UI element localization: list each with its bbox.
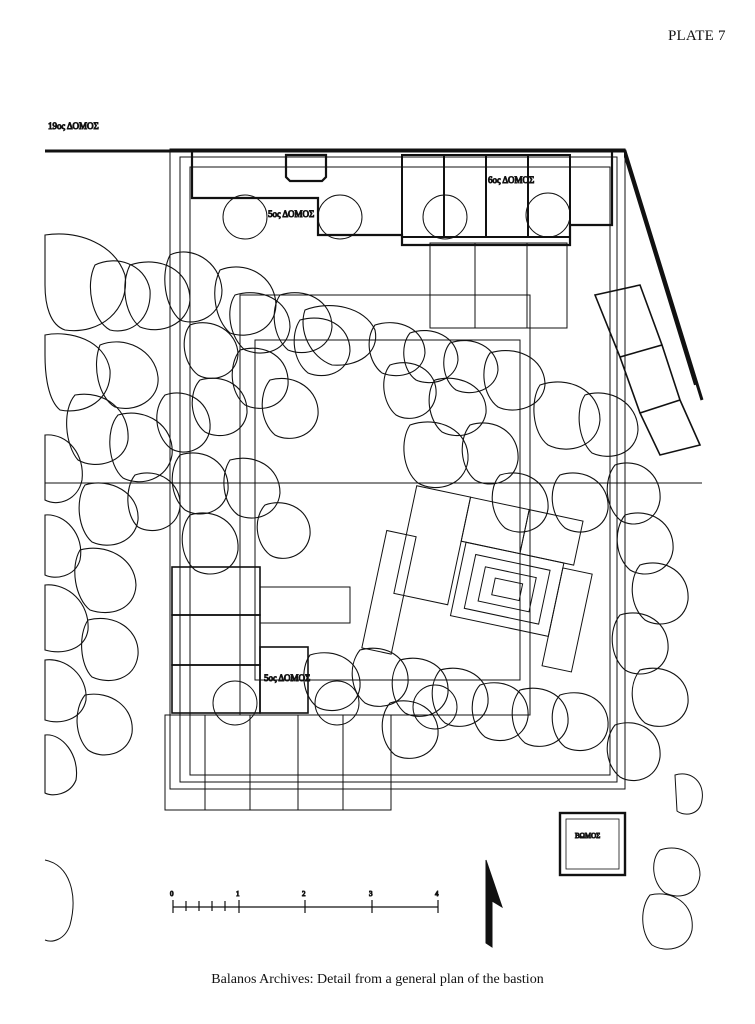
low-block-5 bbox=[259, 586, 351, 624]
label-course-5-top: 5ος ΔΟΜΟΣ bbox=[268, 209, 314, 219]
fragment-curve bbox=[44, 859, 74, 942]
south-block-5 bbox=[342, 714, 392, 811]
east-diagonal-blocks bbox=[593, 284, 702, 456]
bastion-plan-drawing: 19ος ΔΟΜΟΣ 6ος ΔΟΜΟΣ 5ος ΔΟΜΟΣ 5ος ΔΟΜΟΣ… bbox=[44, 121, 704, 950]
sub-block-1 bbox=[429, 242, 476, 329]
south-circle-1 bbox=[212, 680, 258, 726]
top-circle-4 bbox=[525, 192, 571, 238]
scale-tick-2: 2 bbox=[302, 890, 306, 898]
sub-block-3 bbox=[526, 242, 568, 329]
figure-caption: Balanos Archives: Detail from a general … bbox=[211, 972, 544, 987]
plate-label: PLATE 7 bbox=[668, 28, 726, 44]
north-arrow-icon bbox=[485, 859, 503, 948]
label-course-5-bottom: 5ος ΔΟΜΟΣ bbox=[264, 673, 310, 683]
rubble-stones-west bbox=[44, 233, 351, 796]
top-circle-3 bbox=[422, 194, 468, 240]
low-block-2 bbox=[171, 614, 261, 666]
low-block-1 bbox=[171, 566, 261, 616]
rubble-stones-south bbox=[303, 647, 609, 759]
bomos-box-inner bbox=[565, 818, 620, 870]
top-circle-1 bbox=[222, 194, 268, 240]
south-block-2 bbox=[204, 714, 251, 811]
rubble-stones-east-lower bbox=[642, 773, 703, 950]
scale-tick-4: 4 bbox=[435, 890, 439, 898]
outer-frame-3 bbox=[189, 166, 611, 776]
bomos-box bbox=[558, 811, 627, 877]
scale-tick-3: 3 bbox=[369, 890, 373, 898]
label-bomos: ΒΩΜΟΣ bbox=[575, 832, 600, 840]
top-course-outline bbox=[190, 152, 614, 247]
top-circle-2 bbox=[317, 194, 363, 240]
inner-frame-2 bbox=[254, 339, 521, 681]
south-circle-3 bbox=[412, 684, 458, 730]
low-block-3 bbox=[171, 664, 261, 714]
outer-frame-1 bbox=[169, 148, 626, 790]
label-course-6: 6ος ΔΟΜΟΣ bbox=[488, 175, 534, 185]
label-course-19: 19ος ΔΟΜΟΣ bbox=[48, 121, 99, 131]
south-circle-2 bbox=[314, 680, 360, 726]
south-block-3 bbox=[249, 714, 299, 811]
sub-block-2 bbox=[474, 242, 528, 329]
scale-bar bbox=[172, 900, 439, 913]
tilted-central-structure bbox=[361, 485, 593, 673]
low-block-4 bbox=[259, 646, 309, 714]
top-small-box bbox=[284, 153, 328, 183]
scale-tick-1: 1 bbox=[236, 890, 240, 898]
outer-frame-2 bbox=[179, 156, 618, 783]
south-block-1 bbox=[164, 714, 206, 811]
scale-tick-0: 0 bbox=[170, 890, 174, 898]
rubble-stones-center bbox=[302, 305, 689, 782]
south-block-4 bbox=[297, 714, 344, 811]
